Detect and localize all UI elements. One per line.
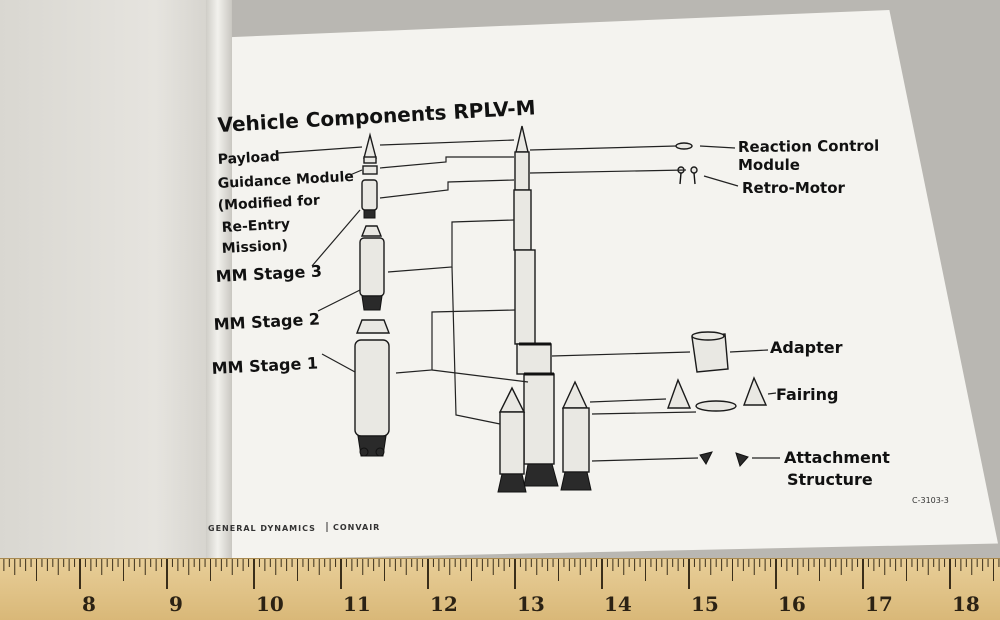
- label-stage-2: MM Stage 2: [213, 309, 320, 334]
- label-guidance-1: Guidance Module: [217, 169, 354, 192]
- ruler-number: 9: [169, 592, 183, 616]
- label-stage-3: MM Stage 3: [215, 261, 322, 286]
- fairing-part-left: [667, 378, 692, 409]
- ruler-number: 18: [952, 592, 980, 616]
- label-payload: Payload: [217, 149, 280, 168]
- reaction-control-module-part: [675, 142, 693, 150]
- label-guidance-4: Mission): [221, 238, 288, 257]
- label-stage-1: MM Stage 1: [211, 353, 318, 378]
- label-rcm-1: Reaction Control: [738, 137, 879, 156]
- ruler-number: 10: [256, 592, 284, 616]
- brand-right: CONVAIR: [333, 523, 380, 532]
- ruler: 8 9 10 11 12 13 14 15 16 17 18: [0, 558, 1000, 620]
- left-labels: Payload Guidance Module (Modified for Re…: [211, 149, 354, 378]
- ruler-number: 15: [691, 592, 719, 616]
- ruler-number: 11: [343, 592, 371, 616]
- ruler-number: 17: [865, 592, 893, 616]
- label-attachment-1: Attachment: [784, 448, 890, 467]
- exploded-stack: [354, 132, 391, 457]
- fairing-part-right: [742, 376, 768, 406]
- ruler-number: 12: [430, 592, 458, 616]
- booklet-page: [222, 10, 998, 560]
- mm-stage-3: [359, 237, 385, 297]
- label-guidance-3: Re-Entry: [221, 216, 290, 236]
- ruler-numbers: 8 9 10 11 12 13 14 15 16 17 18: [82, 592, 980, 616]
- figure-code: C-3103-3: [912, 496, 949, 505]
- label-retro-motor: Retro-Motor: [742, 179, 846, 197]
- attachment-part-left: [699, 451, 713, 465]
- ruler-number: 8: [82, 592, 96, 616]
- right-components: [667, 142, 768, 467]
- left-page: [0, 0, 222, 560]
- page-title: Vehicle Components RPLV-M: [217, 95, 536, 137]
- interstage-2: [355, 319, 391, 334]
- label-rcm-2: Module: [738, 156, 800, 174]
- guidance-module-top: [362, 165, 378, 175]
- attachment-part-right: [735, 452, 749, 467]
- label-attachment-2: Structure: [787, 470, 873, 489]
- ruler-ticks: [3, 559, 1000, 589]
- leader-lines: [277, 139, 780, 462]
- brand-left: GENERAL DYNAMICS: [208, 524, 316, 533]
- ruler-number: 13: [517, 592, 545, 616]
- right-labels: Reaction Control Module Retro-Motor Adap…: [738, 137, 890, 489]
- interstage-3: [360, 225, 383, 237]
- label-fairing: Fairing: [776, 385, 839, 404]
- payload-cone: [363, 132, 377, 159]
- label-guidance-2: (Modified for: [217, 193, 320, 214]
- ruler-number: 14: [604, 592, 632, 616]
- mm-stage-1: [354, 339, 390, 437]
- assembled-rocket: [497, 125, 592, 493]
- ruler-number: 16: [778, 592, 806, 616]
- label-adapter: Adapter: [770, 338, 843, 357]
- ruler-markings: 8 9 10 11 12 13 14 15 16 17 18: [3, 559, 1000, 616]
- guidance-module: [361, 179, 378, 211]
- page-gutter: [206, 0, 232, 560]
